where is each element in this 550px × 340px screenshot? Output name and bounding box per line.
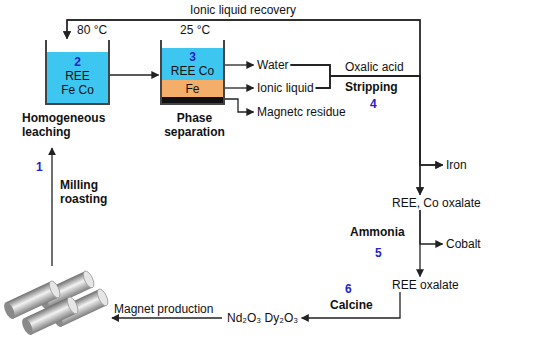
flow-connector [67, 20, 420, 76]
product-name: REE oxalate [392, 278, 459, 292]
callout-number: 5 [375, 246, 382, 260]
temperature-label: 80 °C [77, 23, 107, 37]
step-name: Milling roasting [60, 178, 120, 206]
product-label: REE oxalate [390, 278, 461, 292]
liquid-layer: Fe [162, 80, 223, 97]
flow-connector [420, 210, 443, 244]
step-name: Homogeneous leaching [22, 111, 122, 139]
product-name: Magnetc residue [257, 105, 346, 119]
flow-connector [316, 76, 420, 195]
flow-connector [316, 76, 443, 165]
step-name: Ammonia [350, 225, 405, 239]
milling-arrow [51, 148, 52, 266]
flow-connector [110, 74, 159, 75]
callout-number: 2 [74, 55, 81, 69]
residue-layer [162, 97, 223, 103]
flow-connector [419, 210, 420, 277]
product-label: Magnetc residue [255, 105, 348, 119]
product-name: Nd₂O₃ Dy₂O₃ [227, 311, 298, 325]
phase-content: Fe [185, 82, 199, 96]
product-name: Cobalt [446, 237, 481, 251]
callout-number: 6 [345, 282, 352, 296]
magnet-cylinder [20, 296, 80, 337]
product-label: Nd₂O₃ Dy₂O₃ [225, 311, 300, 325]
production-arrow [112, 317, 222, 318]
temperature-label: 25 °C [180, 23, 210, 37]
product-name: Water [257, 58, 289, 72]
beaker-vessel: 25 °CPhase separation3REE CoFe [160, 40, 225, 105]
flow-connector [225, 99, 254, 112]
output-label: Magnet production [114, 302, 213, 316]
callout-number: 3 [189, 50, 196, 64]
phase-content: REE Co [171, 64, 214, 78]
product-label: Iron [444, 158, 469, 172]
product-label: Cobalt [444, 237, 483, 251]
step-name: Calcine [330, 298, 373, 312]
reagent-label: Oxalic acid [345, 60, 404, 74]
product-name: Ionic liquid [257, 81, 314, 95]
product-label: REE, Co oxalate [390, 196, 483, 210]
product-label: Ionic liquid [255, 81, 316, 95]
product-name: Iron [446, 158, 467, 172]
liquid-layer: 3REE Co [162, 48, 223, 80]
liquid-layer: 2REE Fe Co [47, 52, 108, 103]
beaker-vessel: 80 °CHomogeneous leaching2REE Fe Co [45, 40, 110, 105]
product-label: Water [255, 58, 291, 72]
callout-number: 1 [36, 160, 43, 174]
flow-connector [223, 87, 254, 88]
step-name: Stripping [345, 80, 398, 94]
flow-connector [223, 64, 254, 65]
edge-label: Ionic liquid recovery [188, 3, 298, 17]
product-name: REE, Co oxalate [392, 196, 481, 210]
step-name: Phase separation [150, 111, 239, 139]
phase-content: REE Fe Co [59, 69, 97, 97]
callout-number: 4 [370, 97, 377, 111]
flow-connector [67, 20, 420, 88]
